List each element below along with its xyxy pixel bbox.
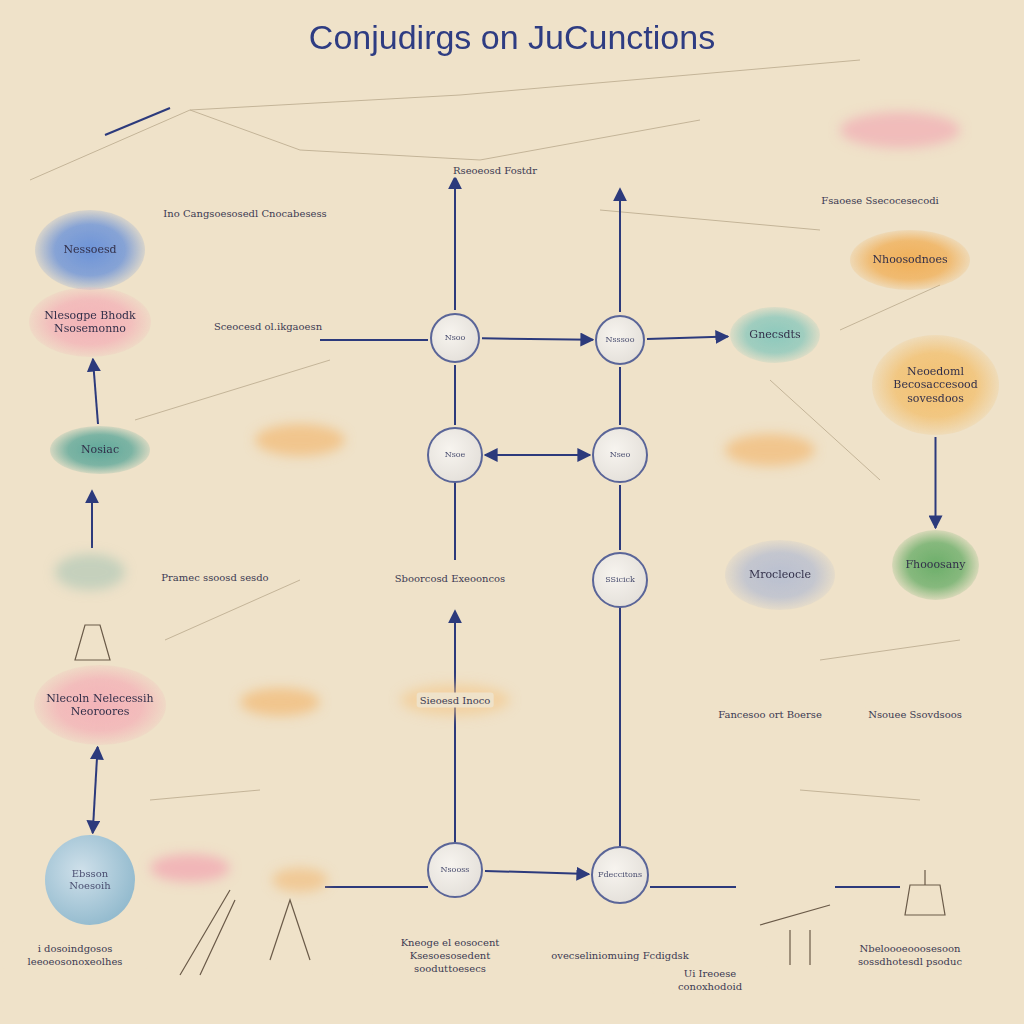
circle-node: SSicick	[592, 552, 648, 608]
note-label: Ino Cangsoesosedl Cnocabesess	[160, 206, 329, 221]
note-label: Pramec ssoosd sesdo	[158, 570, 271, 585]
note-label: Sceocesd ol.ikgaoesn	[211, 319, 325, 334]
connector	[619, 367, 621, 425]
watercolor-node: Nlesogpe Bhodk Nsosemonno	[29, 287, 151, 357]
node-text: Nlesogpe Bhodk Nsosemonno	[41, 309, 139, 335]
node-text: Nsoo	[445, 333, 466, 343]
note-label: Sieoesd Inoco	[417, 693, 494, 708]
watercolor-node: Neoedoml Becosaccesood sovesdoos	[872, 335, 999, 435]
node-text: Mrocleocle	[749, 568, 811, 581]
node-text: Nhoosodnoes	[872, 253, 947, 266]
node-text: Nosiac	[81, 443, 119, 456]
connector	[485, 871, 589, 874]
connector	[482, 338, 593, 339]
watercolor-node: Nosiac	[50, 426, 150, 474]
circle-node: Ebsson Noesoih	[45, 835, 135, 925]
note-label: i dosoindgosos leeoeosonoxeolhes	[2, 941, 148, 969]
small-sketches	[75, 625, 945, 975]
note-label: Sboorcosd Exeooncos	[392, 571, 509, 586]
watercolor-blobs	[55, 112, 960, 892]
node-text: Nessoesd	[63, 243, 116, 256]
node-text: Gnecsdts	[749, 328, 800, 341]
layout-arrows	[92, 108, 900, 887]
note-label: ovecseliniomuing Fcdigdsk	[548, 948, 692, 963]
node-text: Nsssoo	[606, 335, 635, 345]
watercolor-node: Nhoosodnoes	[850, 230, 970, 290]
node-text: Nsoe	[445, 450, 466, 460]
circle-node: Nsoo	[430, 313, 480, 363]
node-text: Nlecoln Nelecessih Neoroores	[46, 692, 154, 718]
diagram-title: Conjudirgs on JuCunctions	[0, 18, 1024, 57]
circle-node: Nsoe	[427, 427, 483, 483]
note-label: Fsaoese Ssecocesecodi	[818, 193, 942, 208]
connector	[485, 454, 590, 456]
node-text: Nsooss	[441, 865, 470, 875]
connector	[619, 485, 621, 550]
connector	[647, 337, 728, 340]
watercolor-node: Nlecoln Nelecessih Neoroores	[34, 665, 166, 745]
circle-node: Nseo	[592, 427, 648, 483]
node-text: SSicick	[605, 575, 635, 585]
watercolor-node: Nessoesd	[35, 210, 145, 290]
connector	[454, 365, 456, 425]
watercolor-node: Gnecsdts	[730, 307, 820, 363]
note-label: Ui Ireoese conoxhodoid	[652, 966, 768, 994]
node-text: Ebsson Noesoih	[53, 868, 127, 892]
faint-leader-lines	[30, 60, 960, 800]
watercolor-node: Fhooosany	[892, 530, 979, 600]
node-text: Fhooosany	[905, 558, 965, 571]
note-label: Nbeloooeooosesoon sossdhotesdl psoduc	[853, 941, 967, 969]
circle-node: Fdeccitons	[591, 846, 649, 904]
note-label: Rseoeosd Fostdr	[450, 163, 540, 178]
note-label: Fancesoo ort Boerse	[715, 707, 825, 722]
node-text: Nseo	[610, 450, 631, 460]
circle-node: Nsooss	[427, 842, 483, 898]
note-label: Nsouee Ssovdsoos	[865, 707, 965, 722]
circle-node: Nsssoo	[595, 315, 645, 365]
connector	[935, 437, 937, 528]
watercolor-node: Mrocleocle	[725, 540, 835, 610]
node-text: Fdeccitons	[598, 870, 642, 880]
connector	[93, 747, 98, 833]
node-text: Neoedoml Becosaccesood sovesdoos	[884, 365, 987, 405]
connector	[93, 359, 98, 424]
note-label: Kneoge el eosocent Ksesoesosedent soodut…	[372, 935, 528, 976]
